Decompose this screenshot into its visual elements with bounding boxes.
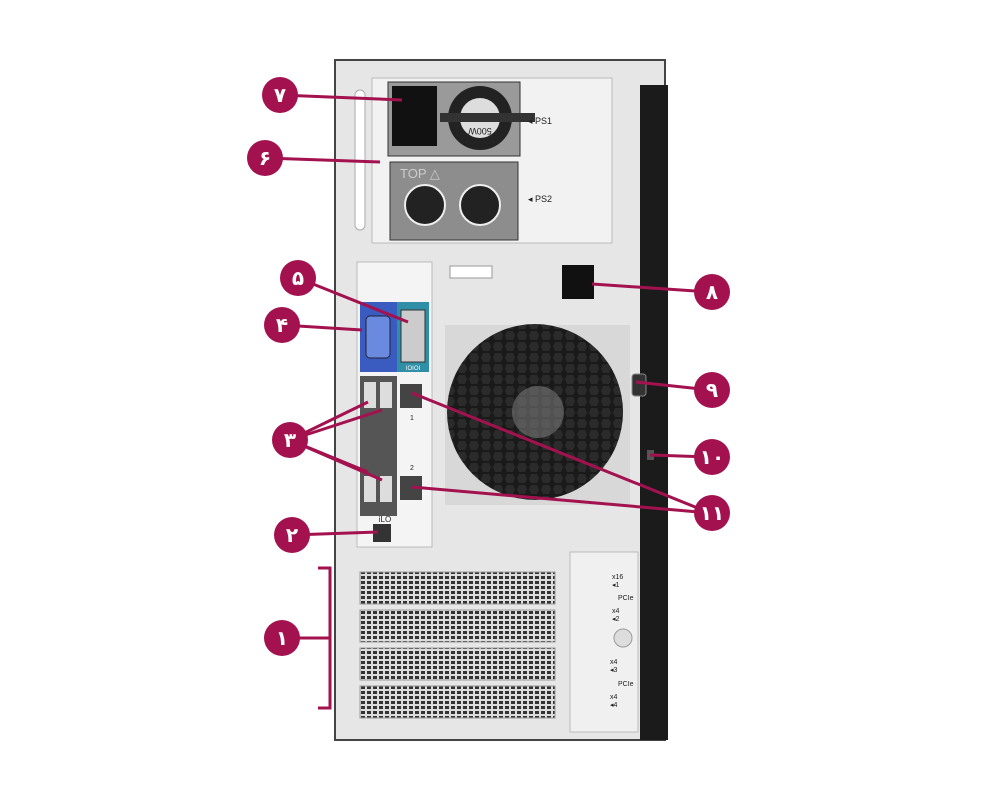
callout-8: ۸	[694, 274, 730, 310]
callout-11: ۱۱	[694, 495, 730, 531]
serial-label	[449, 265, 493, 279]
slot4-width: x4	[610, 694, 618, 701]
pcie-group1: PCIe	[618, 595, 634, 602]
nic2-label: 2	[410, 465, 414, 472]
ilo-label: iLO	[379, 515, 391, 524]
vga-port	[365, 315, 391, 359]
nic1-label: 1	[410, 415, 414, 422]
callout-10: ۱۰	[694, 439, 730, 475]
callout-6: ۶	[247, 140, 283, 176]
lock-slot	[562, 265, 594, 299]
usb-port	[364, 476, 376, 502]
callout-3: ۳	[272, 422, 308, 458]
callout-2: ۲	[274, 517, 310, 553]
side-panel	[640, 85, 668, 740]
svg-text:۱۱: ۱۱	[700, 501, 724, 525]
slot3-width: x4	[610, 659, 618, 666]
ilo-port	[373, 524, 391, 542]
slot1-label: ◂1	[612, 582, 620, 589]
pcie-group2: PCIe	[618, 681, 634, 688]
callout-4: ۴	[264, 307, 300, 343]
svg-text:۶: ۶	[259, 146, 271, 170]
svg-text:۱: ۱	[276, 626, 288, 650]
svg-text:۷: ۷	[274, 83, 286, 107]
callout-1: ۱	[264, 620, 300, 656]
ps2-label: ◂ PS2	[528, 194, 552, 204]
psu-wattage: 500W	[468, 126, 492, 136]
pcie-slots	[359, 571, 556, 719]
nic-port-1	[400, 384, 422, 408]
top-label: TOP △	[400, 166, 440, 181]
thumbscrew	[613, 628, 633, 648]
slot2-label: ◂2	[612, 616, 620, 623]
svg-text:۲: ۲	[286, 523, 298, 547]
callout-7: ۷	[262, 77, 298, 113]
callouts: ۱ ۲ ۳ ۴ ۵ ۶ ۷ ۸ ۹ ۱۰ ۱۱	[247, 77, 730, 656]
callout-5: ۵	[280, 260, 316, 296]
svg-text:۸: ۸	[706, 280, 718, 304]
ps1-label: ◂ PS1	[528, 116, 552, 126]
callout-9: ۹	[694, 372, 730, 408]
svg-text:۴: ۴	[276, 313, 288, 337]
svg-text:۹: ۹	[706, 378, 718, 402]
slot4-label: ◂4	[610, 702, 618, 709]
svg-text:۳: ۳	[284, 428, 296, 452]
slot2-width: x4	[612, 608, 620, 615]
power-inlet	[392, 86, 437, 146]
svg-text:۵: ۵	[292, 266, 304, 290]
dvi-port	[400, 309, 426, 363]
slot1-width: x16	[612, 574, 623, 581]
nic-port-2	[400, 476, 422, 500]
padlock-loop	[631, 373, 647, 397]
slot3-label: ◂3	[610, 667, 618, 674]
dvi-label: IOIOI	[406, 366, 421, 372]
svg-text:۱۰: ۱۰	[700, 445, 724, 469]
